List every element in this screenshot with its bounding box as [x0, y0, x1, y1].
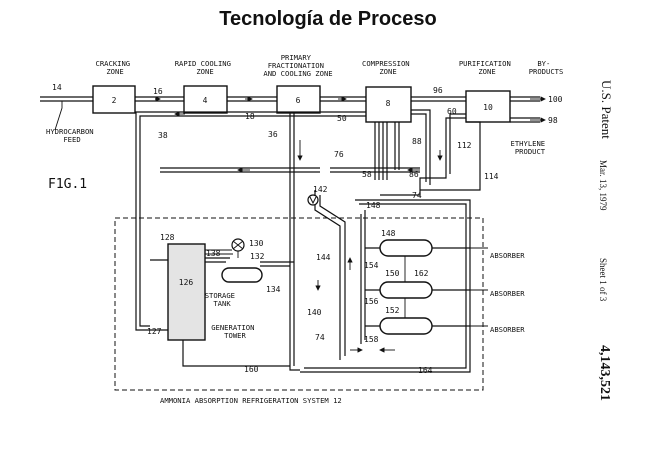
ref-74-top: 74 — [412, 191, 422, 200]
generation-tower — [167, 243, 206, 341]
ref-50: 50 — [337, 114, 347, 123]
generation-tower-label: GENERATION TOWER — [211, 323, 259, 340]
patent-number: 4,143,521 — [597, 345, 612, 401]
figure-label: F1G.1 — [48, 177, 87, 192]
ref-148-top: 148 — [366, 201, 381, 210]
absorber-152 — [379, 317, 433, 335]
ref-88: 88 — [412, 137, 422, 146]
purification-zone-label: PURIFICATION ZONE — [459, 59, 515, 76]
box-4-label: 4 — [203, 96, 208, 105]
cracking-zone-label: CRACKING ZONE — [96, 59, 135, 76]
absorber-label-1: ABSORBER — [490, 251, 525, 260]
ref-76: 76 — [334, 150, 344, 159]
ref-144: 144 — [316, 253, 331, 262]
ref-36: 36 — [268, 130, 278, 139]
ref-60: 60 — [447, 107, 457, 116]
ref-18: 18 — [245, 112, 255, 121]
purification-box — [465, 90, 511, 123]
ref-100: 100 — [548, 95, 563, 104]
by-products-label: BY- PRODUCTS — [529, 59, 564, 76]
storage-tank — [221, 267, 263, 283]
ref-132: 132 — [250, 252, 265, 261]
box-8-label: 8 — [386, 99, 391, 108]
ethylene-product-label: ETHYLENE PRODUCT — [511, 139, 550, 156]
primary-fractionation-zone-label: PRIMARY FRACTIONATION AND COOLING ZONE — [263, 53, 332, 78]
ref-160: 160 — [244, 365, 259, 374]
rapid-cooling-zone-label: RAPID COOLING ZONE — [175, 59, 236, 76]
storage-tank-label: STORAGE TANK — [205, 291, 240, 308]
patent-heading: U.S. Patent — [599, 80, 614, 139]
box-6-label: 6 — [296, 96, 301, 105]
ref-162: 162 — [414, 269, 429, 278]
ref-58: 58 — [362, 170, 372, 179]
ref-140: 140 — [307, 308, 322, 317]
ref-134: 134 — [266, 285, 281, 294]
ref-86: 86 — [409, 170, 419, 179]
ref-128: 128 — [160, 233, 175, 242]
ref-156: 156 — [364, 297, 379, 306]
ref-114: 114 — [484, 172, 499, 181]
ref-130: 130 — [249, 239, 264, 248]
ref-154: 154 — [364, 261, 379, 270]
ref-158: 158 — [364, 335, 379, 344]
box-2-label: 2 — [112, 96, 117, 105]
ref-148: 148 — [381, 229, 396, 238]
compression-zone-label: COMPRESSION ZONE — [362, 59, 414, 76]
patent-date: Mar. 13, 1979 — [598, 160, 608, 211]
absorber-148 — [379, 239, 433, 257]
ref-98: 98 — [548, 116, 558, 125]
ref-150: 150 — [385, 269, 400, 278]
ref-142: 142 — [313, 185, 328, 194]
ref-127: 127 — [147, 327, 162, 336]
fractionation-box — [276, 85, 321, 114]
ref-112: 112 — [457, 141, 472, 150]
ref-164: 164 — [418, 366, 433, 375]
ref-74-bottom: 74 — [315, 333, 325, 342]
ref-96: 96 — [433, 86, 443, 95]
page-title: Tecnología de Proceso — [219, 8, 437, 30]
absorber-label-2: ABSORBER — [490, 289, 525, 298]
ref-14: 14 — [52, 83, 62, 92]
compression-box — [365, 86, 412, 123]
system-label: AMMONIA ABSORPTION REFRIGERATION SYSTEM … — [160, 396, 342, 405]
absorber-150 — [379, 281, 433, 299]
hydrocarbon-feed-label: HYDROCARBON FEED — [46, 127, 98, 144]
cracking-zone-box — [92, 85, 136, 114]
main-flow-lines — [40, 96, 546, 131]
refrigeration-system-boundary — [114, 217, 484, 391]
rapid-cooling-box — [183, 85, 228, 114]
box-126-label: 126 — [179, 278, 194, 287]
ref-16: 16 — [153, 87, 163, 96]
absorber-label-3: ABSORBER — [490, 325, 525, 334]
box-10-label: 10 — [483, 103, 493, 112]
patent-sheet: Sheet 1 of 3 — [598, 258, 608, 302]
ref-138: 138 — [206, 249, 221, 258]
ref-38: 38 — [158, 131, 168, 140]
ref-152: 152 — [385, 306, 400, 315]
